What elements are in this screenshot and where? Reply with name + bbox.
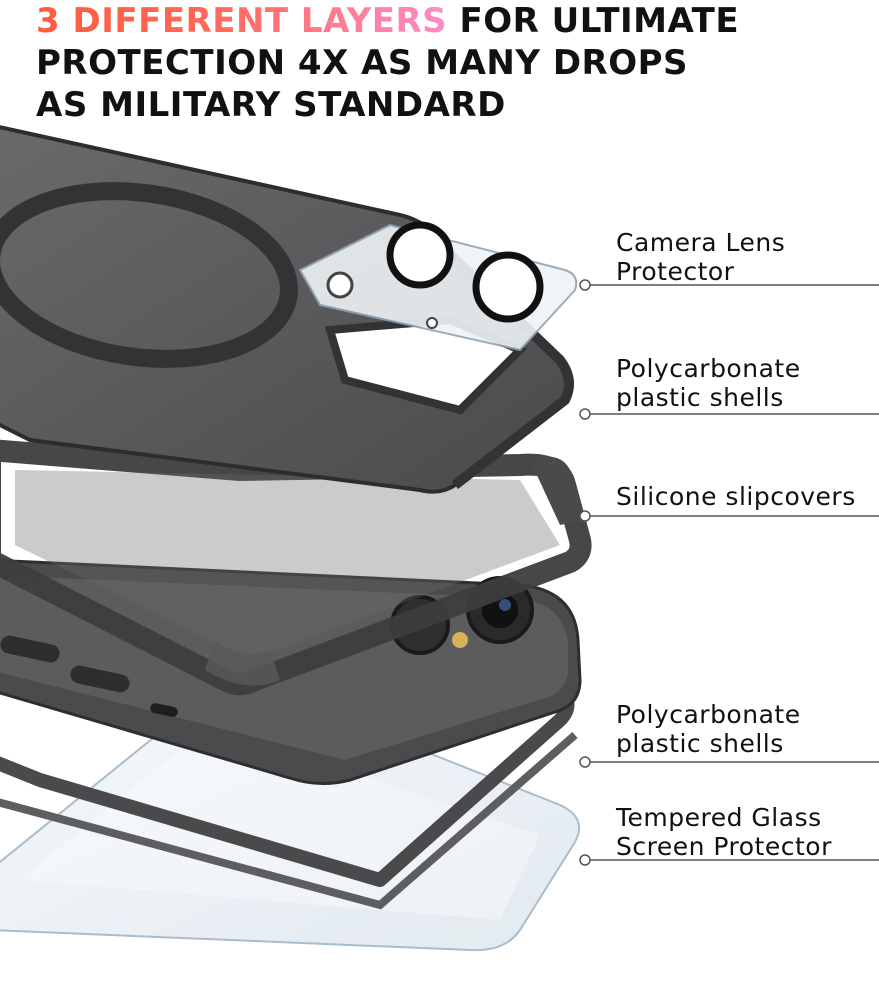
headline-accent: 3 DIFFERENT LAYERS bbox=[36, 1, 448, 41]
label-line1: Silicone slipcovers bbox=[616, 482, 856, 511]
label-line1: Camera Lens bbox=[616, 228, 786, 257]
headline: 3 DIFFERENT LAYERS FOR ULTIMATE PROTECTI… bbox=[36, 0, 739, 126]
leader-dot-2 bbox=[579, 408, 591, 420]
leader-dot-1 bbox=[579, 279, 591, 291]
leader-dot-3 bbox=[579, 510, 591, 522]
silicone-slipcover-layer bbox=[0, 439, 592, 695]
leader-lines bbox=[579, 279, 879, 866]
back-shell-layer bbox=[0, 125, 574, 494]
label-polycarbonate-shell-front: Polycarbonate plastic shells bbox=[616, 700, 801, 758]
headline-line1-rest: FOR ULTIMATE bbox=[447, 1, 740, 41]
headline-line3: AS MILITARY STANDARD bbox=[36, 85, 506, 125]
label-line1: Polycarbonate bbox=[616, 354, 801, 383]
label-tempered-glass: Tempered Glass Screen Protector bbox=[616, 803, 832, 861]
camera-lens-protector-layer bbox=[298, 221, 578, 352]
label-line2: Protector bbox=[616, 257, 735, 286]
label-line2: plastic shells bbox=[616, 729, 784, 758]
label-line2: Screen Protector bbox=[616, 832, 832, 861]
headline-line2: PROTECTION 4X AS MANY DROPS bbox=[36, 43, 689, 83]
label-line1: Tempered Glass bbox=[616, 803, 822, 832]
leader-dot-4 bbox=[579, 756, 591, 768]
label-line1: Polycarbonate bbox=[616, 700, 801, 729]
label-line2: plastic shells bbox=[616, 383, 784, 412]
leader-dot-5 bbox=[579, 854, 591, 866]
label-camera-lens-protector: Camera Lens Protector bbox=[616, 228, 785, 286]
label-polycarbonate-shell-back: Polycarbonate plastic shells bbox=[616, 354, 801, 412]
label-silicone-slipcovers: Silicone slipcovers bbox=[616, 482, 856, 511]
